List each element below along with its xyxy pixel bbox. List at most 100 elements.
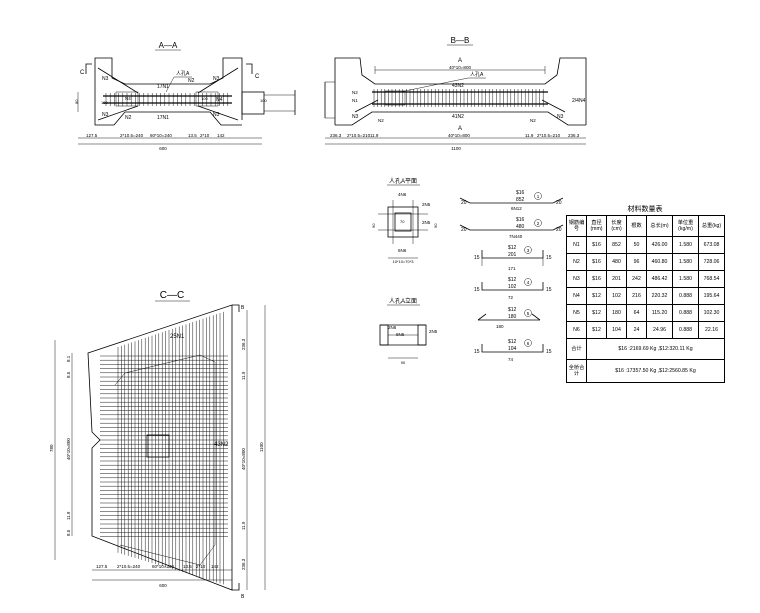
table-cell: 728.06 — [698, 253, 725, 271]
table-cell: 426.00 — [646, 236, 673, 254]
cc-rd-1: 236.3 — [241, 338, 246, 350]
rs1-label: 6N12 — [511, 206, 522, 211]
bb-41n2: 41N2 — [452, 114, 464, 120]
rs4-right: 15 — [546, 287, 552, 293]
aa-n4-right: N4 — [216, 97, 223, 103]
rs6-top: $12 — [508, 339, 517, 345]
bb-a-top: A — [458, 58, 462, 64]
table-cell: N1 — [566, 236, 587, 254]
table-cell: 115.20 — [646, 304, 673, 322]
table-cell: N5 — [566, 304, 587, 322]
table-header: 钢筋编号 — [566, 215, 587, 237]
table-cell: 180 — [606, 304, 627, 322]
bb-dim-7: 236.3 — [568, 133, 580, 138]
bb-a-bottom: A — [458, 126, 462, 132]
subtotal-label: 合计 — [566, 338, 587, 360]
bb-n4: 2/4N4 — [572, 98, 586, 104]
cc-b-bottom: B — [241, 594, 245, 600]
rs4-left: 15 — [474, 287, 480, 293]
table-header-row: 钢筋编号 直径(mm) 长度(cm) 根数 总长(m) 单位重(kg/m) 总重… — [566, 215, 725, 237]
bb-n2-2: N2 — [530, 118, 536, 123]
bb-n1: N1 — [352, 98, 358, 103]
aa-17n1-bottom: 17N1 — [157, 115, 169, 121]
rs6-right: 15 — [546, 349, 552, 355]
table-cell: N3 — [566, 270, 587, 288]
cc-ld-1: 8.1 — [66, 355, 71, 362]
table-cell: 242 — [626, 270, 647, 288]
material-table: 材料数量表 钢筋编号 直径(mm) 长度(cm) 根数 总长(m) 单位重(kg… — [566, 205, 725, 383]
cc-bd-3: 60*10=240 — [152, 564, 174, 569]
bb-n3-2: N3 — [557, 114, 564, 120]
bb-dim-3: 11.9 — [370, 133, 379, 138]
mp-90-1: 90 — [371, 223, 376, 228]
rs2-top: $16 — [516, 217, 525, 223]
subtotal-value: $16 :2169.69 Kg ,$12:320.11 Kg — [586, 338, 725, 360]
bb-43n2: 43N2 — [452, 83, 464, 89]
cc-ld-3: 40*10=800 — [66, 438, 71, 460]
table-header: 总长(m) — [646, 215, 673, 237]
cc-bd-2: 2*10.5=240 — [117, 564, 141, 569]
table-cell: 24.96 — [646, 321, 673, 339]
rebar-shape-3: $12 201 3 171 15 15 — [474, 245, 552, 271]
table-cell: 460.80 — [646, 253, 673, 271]
table-cell: N2 — [566, 253, 587, 271]
cc-bd-4: 13.5 — [183, 564, 192, 569]
aa-dim-1: 127.5 — [86, 133, 98, 138]
aa-dim-5: 2*10 — [200, 133, 210, 138]
aa-side-dim: 80 — [74, 99, 79, 104]
bb-dim-5: 11.9 — [525, 133, 534, 138]
mp-2n5-2: 2N5 — [422, 220, 431, 225]
section-bb: B—B A 40*10=800 A 人孔A 43N2 41N2 N3 N3 N2… — [324, 36, 587, 151]
mp-90-2: 90 — [433, 223, 438, 228]
rs2-num: 2 — [537, 221, 540, 226]
me-dim: 90 — [401, 360, 406, 365]
table-cell: $12 — [586, 304, 607, 322]
section-aa: A—A C C N3 N3 N3 N3 17N1 17N1 N4 N4 N2 N… — [74, 41, 296, 151]
aa-manhole-label: 人孔A — [176, 70, 190, 77]
rs3-num: 3 — [527, 248, 530, 253]
aa-dim-6: 142 — [217, 133, 225, 138]
bb-n3-1: N3 — [352, 114, 359, 120]
table-cell: 0.888 — [672, 321, 699, 339]
rs4-label: 72 — [508, 295, 514, 300]
cc-rd-5: 236.3 — [241, 558, 246, 570]
table-total-row: 全桥合计 $16 :17357.50 Kg ,$12:2560.85 Kg — [566, 359, 725, 383]
cc-rd-3: 40*10=800 — [241, 448, 246, 470]
cc-b-top: B — [241, 305, 245, 311]
cc-ld-5: 8.5 — [66, 529, 71, 536]
cc-bd-total: 600 — [159, 583, 167, 588]
rs4-top: $12 — [508, 277, 517, 283]
rs6-num: 6 — [527, 341, 530, 346]
table-cell: 673.08 — [698, 236, 725, 254]
aa-n4-left: N4 — [125, 96, 131, 101]
aa-c-left: C — [80, 70, 85, 76]
table-cell: $16 — [586, 270, 607, 288]
total-value: $16 :17357.50 Kg ,$12:2560.85 Kg — [586, 359, 725, 383]
rs3-left: 15 — [474, 255, 480, 261]
bb-n2-1: N2 — [378, 118, 384, 123]
rebar-shape-5: $12 180 5 180 — [477, 307, 541, 329]
table-cell: 1.580 — [672, 253, 699, 271]
table-subtotal-row: 合计 $16 :2169.69 Kg ,$12:320.11 Kg — [566, 338, 725, 360]
rs1-mid: 852 — [516, 197, 525, 203]
rebar-shapes: $16 852 1 6N12 20 20 $16 480 2 7N440 20 … — [459, 190, 564, 362]
aa-n2-1: N2 — [188, 78, 195, 84]
aa-n3-2: N3 — [213, 76, 220, 82]
aa-n3-4: N3 — [213, 112, 220, 118]
me-2n5: 2N5 — [429, 329, 438, 334]
cc-rd-2: 11.9 — [241, 371, 246, 380]
table-header: 长度(cm) — [606, 215, 627, 237]
table-cell: 220.32 — [646, 287, 673, 305]
manhole-plan: 人孔A平面 4N6 2N5 2N5 6N6 70 90 90 10*10=70*… — [371, 177, 438, 264]
manhole-plan-title: 人孔A平面 — [389, 177, 417, 185]
section-bb-title: B—B — [451, 36, 470, 45]
rs4-mid: 102 — [508, 284, 517, 290]
table-cell: 22.16 — [698, 321, 725, 339]
aa-n2-2: N2 — [125, 115, 132, 121]
bb-top-dim: 40*10=800 — [449, 65, 471, 70]
